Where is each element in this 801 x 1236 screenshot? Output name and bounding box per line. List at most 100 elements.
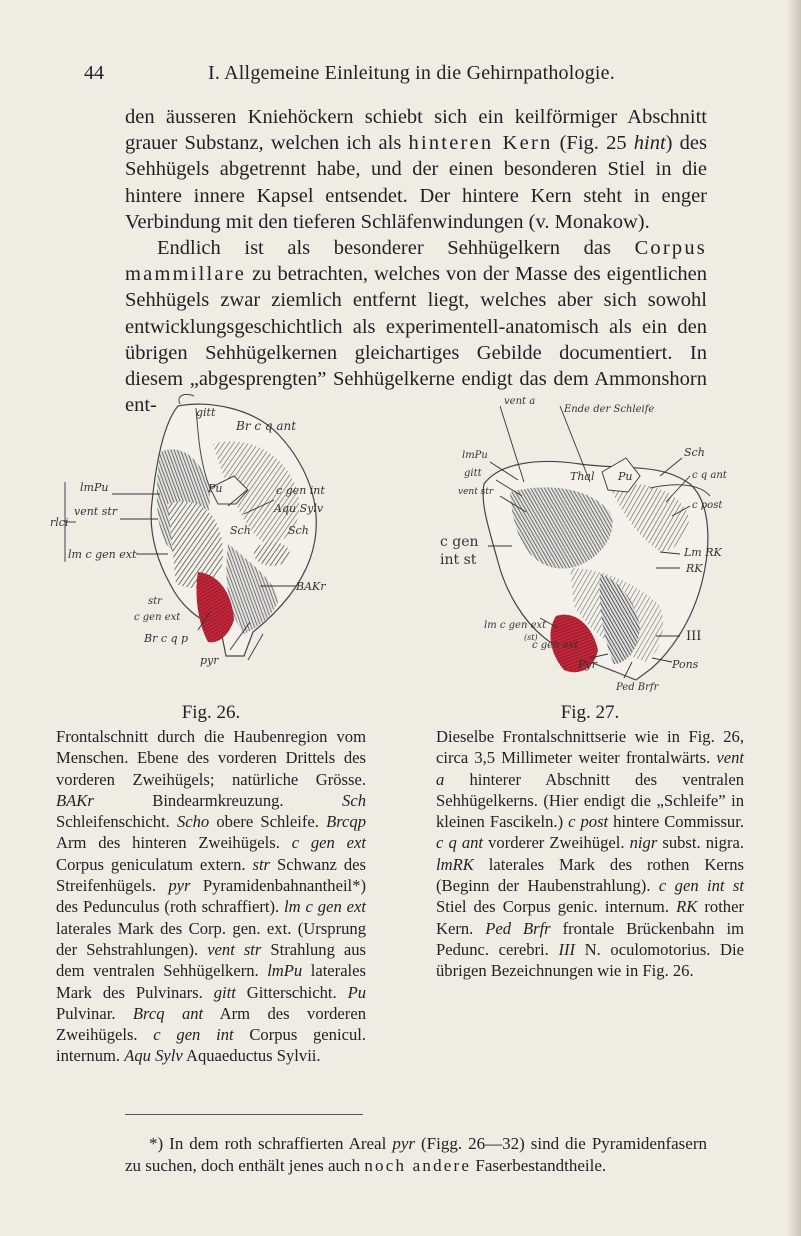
fig27-caption-term: c gen int st xyxy=(658,876,744,896)
fig27-label-st: (st) xyxy=(524,633,538,642)
fig26-caption-run: laterales Mark des Pulvinars. xyxy=(56,961,366,1002)
fig27-caption-run: rother Kern. xyxy=(436,897,744,938)
fig26-margin-label: rlci xyxy=(50,516,68,529)
fig27-tissue xyxy=(482,457,711,681)
fig27-label-c-gen-ext: c gen ext xyxy=(532,640,579,651)
p1-text-e: ) des Sehhügels abgetrennt habe, und der… xyxy=(125,132,707,233)
fig26-caption-term: lmPu xyxy=(267,961,303,981)
fig27-caption-run: hinterer Abschnitt des ventralen Sehhüge… xyxy=(436,769,744,832)
fig27-label-vent-str: vent str xyxy=(458,487,494,497)
p2-spaced-term: Corpus mammillare xyxy=(125,237,707,286)
fig27-caption-term: vent a xyxy=(436,748,744,789)
fig26-caption-run: Strahlung aus dem ventralen Sehhügelkern… xyxy=(56,939,367,981)
fig26-caption-term: vent str xyxy=(207,939,262,959)
p1-spaced-term: hinteren Kern xyxy=(408,132,553,155)
fig26-caption-term: pyr xyxy=(168,876,191,896)
fig27-label-lm-rk: Lm RK xyxy=(683,546,723,559)
fig27-label-ped-brfr: Ped Brfr xyxy=(615,682,660,692)
fig27-label-lmpu: lmPu xyxy=(462,450,488,461)
paragraph-1: den äusseren Kniehöckern schiebt sich ei… xyxy=(125,104,707,235)
fig26-caption-run: obere Schleife. xyxy=(209,812,327,832)
footnote-text-c: (Figg. 26—32) sind die Pyramidenfasern z… xyxy=(125,1134,707,1175)
fig26-label-bakr: BAKr xyxy=(295,580,326,593)
fig26-label-str: str xyxy=(148,596,163,607)
fig27-caption-term: Ped Brfr xyxy=(485,918,551,938)
pyr-red-area xyxy=(550,614,598,673)
fig26-caption-term: BAKr xyxy=(56,790,94,810)
fig27-number: Fig. 27. xyxy=(560,702,620,723)
fig26-caption-term: Brcq ant xyxy=(132,1003,204,1023)
figure-26-drawing: rlci gitt Br c q ant lmPu vent str Pu c … xyxy=(50,394,326,667)
fig27-caption-term: c q ant xyxy=(436,833,484,853)
p1-text-a: den äusseren Kniehöckern schiebt sich ei… xyxy=(125,106,707,155)
fig26-tissue xyxy=(150,394,317,657)
fig27-caption-run: N. oculomotorius. Die übrigen Bezeichnun… xyxy=(436,939,744,981)
fig26-caption-run: Arm des hinteren Zweihügels. xyxy=(56,833,292,853)
body-text: den äusseren Kniehöckern schiebt sich ei… xyxy=(125,104,707,418)
fig26-label-brcq-ant: Br c q ant xyxy=(235,419,296,433)
fig27-label-pu: Pu xyxy=(617,470,633,483)
fig26-caption-run: Bindearmkreuzung. xyxy=(93,790,343,810)
fig26-label-sch-mid: Sch xyxy=(230,524,251,537)
fig27-caption-run: subst. nigra. xyxy=(657,833,744,853)
fig27-label-int-st: int st xyxy=(440,552,477,568)
fig27-caption-run: Stiel des Corpus genic. internum. xyxy=(436,897,677,917)
fig26-label-lmpu: lmPu xyxy=(80,481,108,494)
fig26-caption-run: Gitterschicht. xyxy=(235,982,348,1002)
fig26-caption-run: Schleifenschicht. xyxy=(56,812,177,832)
page-header: 44 I. Allgemeine Einleitung in die Gehir… xyxy=(84,62,744,92)
fig26-label-pu: Pu xyxy=(207,482,223,495)
fig26-label-brcqp: Br c q p xyxy=(143,632,188,645)
fig27-caption-term: III xyxy=(558,939,576,959)
fig27-caption-run: Dieselbe Frontalschnittserie wie in Fig.… xyxy=(436,727,744,768)
fig26-caption-run: Aquaeductus Sylvii. xyxy=(182,1046,321,1066)
fig26-caption-run: Corpus geniculatum extern. xyxy=(56,854,253,874)
fig27-caption-run: hintere Commissur. xyxy=(608,812,744,832)
fig26-caption-term: lm c gen ext xyxy=(284,897,366,917)
fig27-label-vent-a: vent a xyxy=(504,396,535,407)
fig27-label-c-gen: c gen xyxy=(440,534,479,550)
footnote-rule xyxy=(125,1114,363,1115)
fig27-caption-text: Dieselbe Frontalschnittserie wie in Fig.… xyxy=(436,726,744,982)
fig26-label-sch-right: Sch xyxy=(288,524,309,537)
footnote-spaced: noch andere xyxy=(364,1156,472,1175)
fig26-caption-run: laterales Mark des Corp. gen. ext. (Ursp… xyxy=(56,918,366,959)
footnote-text-e: Faserbestandtheile. xyxy=(471,1156,607,1175)
fig27-label-ende-schleife: Ende der Schleife xyxy=(563,404,654,415)
fig26-caption-term: gitt xyxy=(213,982,236,1002)
fig26-caption-run: Arm des vorderen Zweihügels. xyxy=(56,1003,366,1045)
fig27-caption-run: vorderer Zweihügel. xyxy=(483,833,630,853)
fig27-caption-term: lmRK xyxy=(436,854,474,874)
fig27-label-pons: Pons xyxy=(671,658,699,671)
figure-27-drawing: vent a Ende der Schleife lmPu gitt vent … xyxy=(440,396,728,692)
figure-27: vent a Ende der Schleife lmPu gitt vent … xyxy=(440,392,740,692)
fig26-caption-run: Pyramidenbahnantheil*) des Pedunculus (r… xyxy=(56,876,366,917)
fig26-label-pyr: pyr xyxy=(200,654,219,667)
fig27-caption: Dieselbe Frontalschnittserie wie in Fig.… xyxy=(436,726,744,982)
fig26-caption-run: Frontalschnitt durch die Haubenregion vo… xyxy=(56,727,366,789)
fig26-caption-term: Sch xyxy=(342,790,366,810)
fig26-label-aqu-sylv: Aqu Sylv xyxy=(273,502,324,515)
fig27-label-gitt: gitt xyxy=(464,468,483,479)
fig27-caption-term: nigr xyxy=(629,833,658,853)
fig27-label-c-post: c post xyxy=(692,500,723,511)
paragraph-2: Endlich ist als besonderer Sehhügelkern … xyxy=(125,235,707,418)
footnote-text-a: *) In dem roth schraffierten Areal xyxy=(149,1134,393,1153)
footnote-italic: pyr xyxy=(392,1134,415,1153)
fig26-caption-run: Pulvinar. xyxy=(56,1003,133,1023)
fig27-label-lm-c-gen-ext: lm c gen ext xyxy=(484,620,547,631)
p2-text-a: Endlich ist als besonderer Sehhügelkern … xyxy=(157,237,635,260)
fig26-caption-term: Scho xyxy=(176,812,210,832)
fig27-caption-run: laterales Mark des rothen Kerns (Beginn … xyxy=(436,854,744,896)
fig26-caption-text: Frontalschnitt durch die Haubenregion vo… xyxy=(56,726,366,1067)
figure-26: rlci gitt Br c q ant lmPu vent str Pu c … xyxy=(48,394,360,686)
fig26-caption-term: c gen ext xyxy=(291,833,366,853)
fig26-caption-run: Corpus genicul. internum. xyxy=(56,1025,367,1066)
fig26-caption-term: Brcqp xyxy=(326,812,366,832)
footnote: *) In dem roth schraffierten Areal pyr (… xyxy=(125,1133,707,1177)
fig27-caption-term: c post xyxy=(568,812,609,832)
fig26-caption-term: c gen int xyxy=(153,1025,234,1045)
fig27-label-rk: RK xyxy=(685,562,703,575)
fig26-caption-term: Pu xyxy=(347,982,366,1002)
